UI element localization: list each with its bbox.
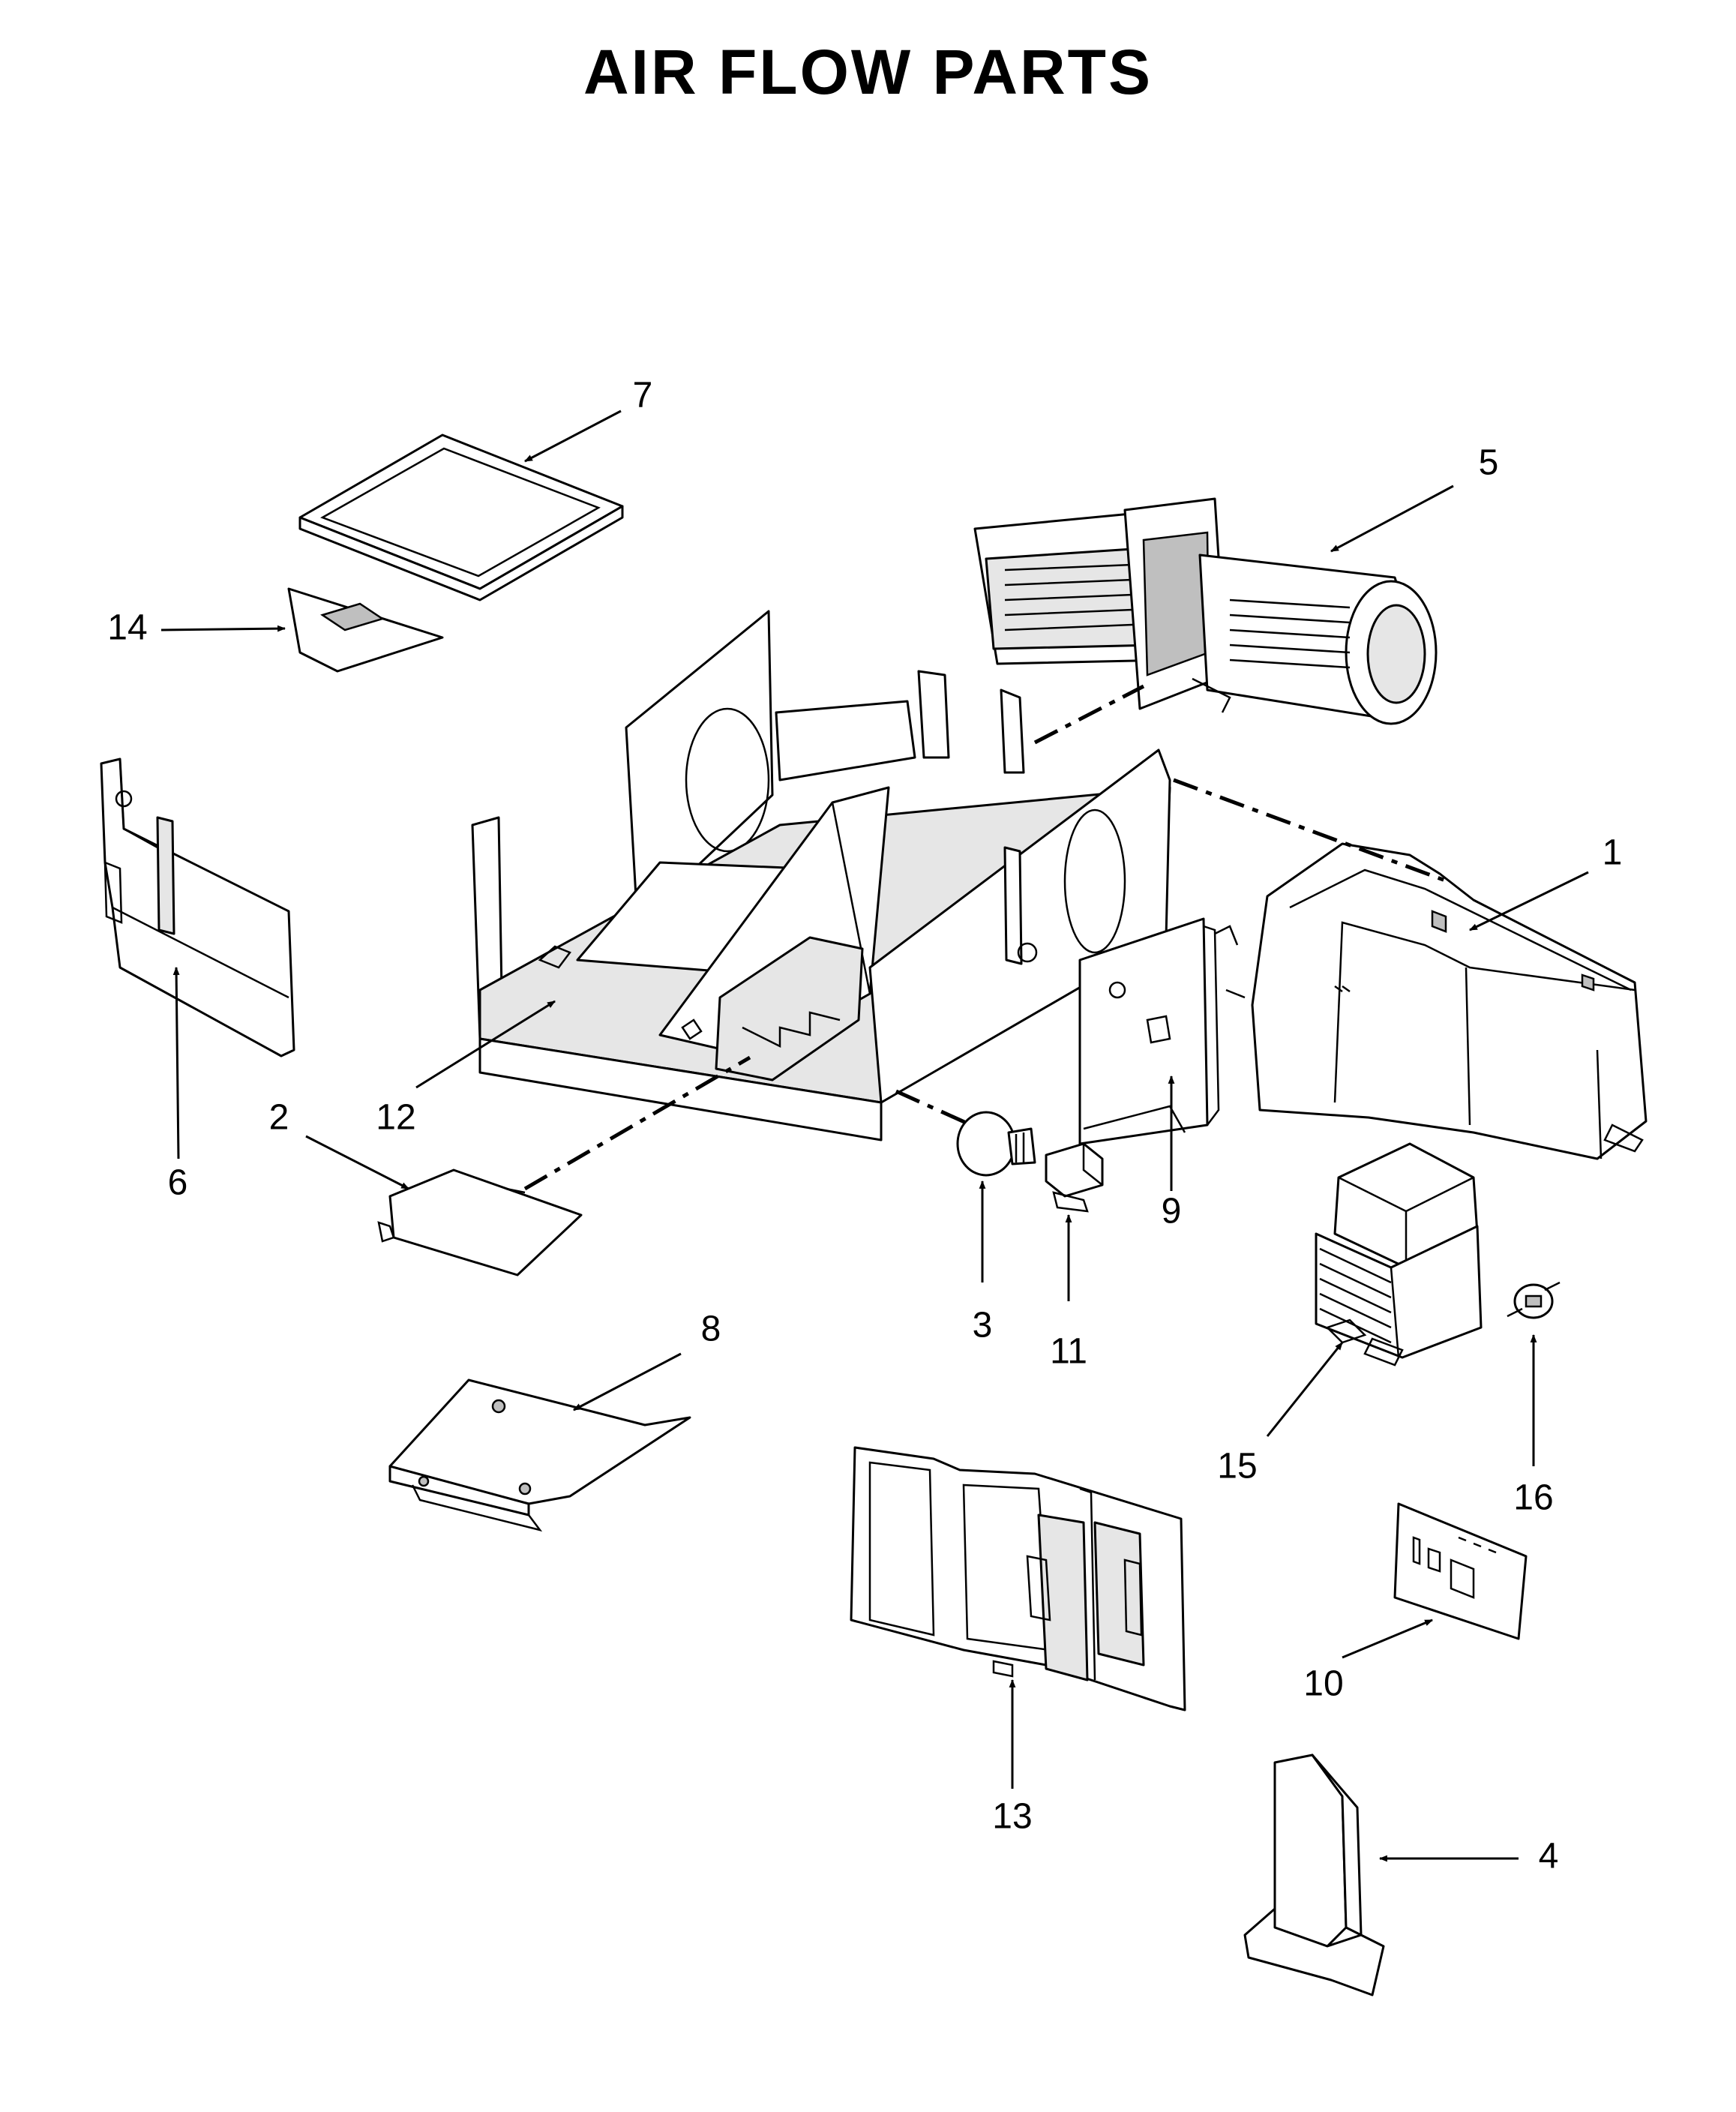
part-2-cover-plate[interactable] [377, 1168, 583, 1276]
callout-3: 3 [973, 1306, 993, 1346]
part-1-duct[interactable] [1251, 842, 1648, 1160]
part-6-side-panel[interactable] [100, 758, 295, 1058]
callout-6: 6 [168, 1163, 188, 1203]
callout-1: 1 [1603, 833, 1623, 873]
diagram-title: AIR FLOW PARTS [583, 37, 1153, 107]
part-12-air-duct-base[interactable] [471, 610, 1171, 1142]
part-13-back-panel[interactable] [850, 1446, 1186, 1712]
callout-5: 5 [1479, 443, 1499, 483]
callout-labels: 7 5 14 1 6 2 12 9 3 11 8 15 16 10 13 4 [107, 376, 1622, 1876]
part-3-lamp[interactable] [956, 1111, 1036, 1177]
callout-8: 8 [701, 1310, 721, 1349]
part-10-label[interactable] [1393, 1502, 1528, 1640]
callout-2: 2 [269, 1098, 289, 1138]
part-7-filter[interactable] [298, 434, 624, 602]
callout-7: 7 [633, 376, 653, 416]
part-15-transformer[interactable] [1315, 1142, 1483, 1366]
part-4-vent-piece[interactable] [1243, 1754, 1385, 1996]
callout-14: 14 [107, 608, 147, 648]
part-5-blower-motor[interactable] [973, 497, 1438, 725]
part-8-stirrer-cover[interactable] [388, 1378, 691, 1532]
leader-arrows [160, 410, 1589, 1862]
callout-16: 16 [1513, 1478, 1553, 1518]
callout-13: 13 [992, 1797, 1032, 1837]
callout-4: 4 [1539, 1837, 1559, 1876]
part-9-bracket[interactable] [1078, 917, 1246, 1145]
callout-11: 11 [1050, 1332, 1087, 1372]
callout-15: 15 [1217, 1447, 1257, 1486]
assembly-lines [523, 684, 1448, 1191]
callout-10: 10 [1303, 1664, 1343, 1704]
part-14-plate[interactable] [287, 587, 444, 673]
callout-9: 9 [1162, 1192, 1182, 1232]
part-16-thermostat[interactable] [1507, 1281, 1561, 1319]
part-11-lamp-socket[interactable] [1045, 1142, 1104, 1213]
callout-12: 12 [376, 1098, 415, 1138]
